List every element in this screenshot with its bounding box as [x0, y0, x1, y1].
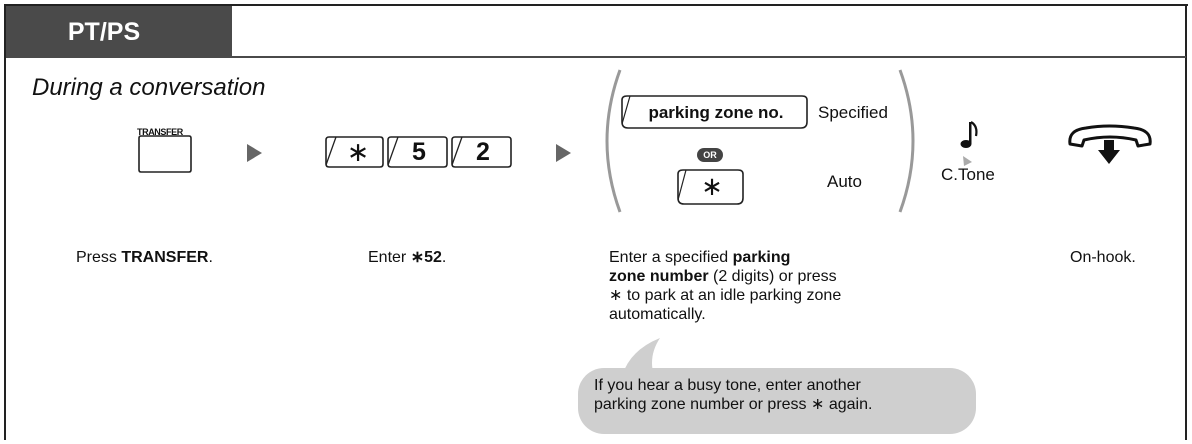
tab-rule — [6, 56, 1186, 58]
key-star — [325, 136, 384, 168]
zone-caption-line2: zone number (2 digits) or press — [609, 267, 929, 286]
parking-zone-key-icon — [621, 95, 808, 129]
auto-star-key-icon — [677, 169, 744, 205]
zone-caption-line4: automatically. — [609, 306, 706, 323]
left-paren — [605, 69, 622, 213]
arrow-right-icon — [247, 144, 262, 162]
zone-caption-line1: Enter a specified parking — [609, 248, 929, 267]
feature-caption-pre: Enter — [368, 249, 411, 266]
feature-keys-group — [325, 136, 512, 168]
right-paren — [898, 69, 915, 213]
zone-caption-line2-bold: zone number — [609, 268, 709, 285]
zone-caption-line1-pre: Enter a specified — [609, 249, 733, 266]
zone-caption-line3: ∗ to park at an idle parking zone — [609, 287, 842, 304]
tip-line2: parking zone number or press ∗ again. — [594, 396, 873, 413]
zone-caption: Enter a specified parking zone number (2… — [609, 248, 929, 324]
specified-label: Specified — [818, 103, 888, 122]
zone-caption-line1-bold: parking — [732, 249, 791, 266]
zone-caption-line2-post: (2 digits) or press — [708, 268, 837, 285]
tip-bubble — [578, 368, 976, 434]
page-subtitle: During a conversation — [32, 74, 266, 101]
c-tone-label: C.Tone — [941, 165, 995, 184]
transfer-caption-bold: TRANSFER — [121, 249, 209, 266]
transfer-caption-post: . — [208, 249, 213, 266]
content-frame — [4, 4, 1187, 440]
transfer-key-icon — [138, 135, 192, 173]
tab-label: PT/PS — [67, 17, 141, 46]
key-2 — [451, 136, 512, 168]
feature-caption: Enter ∗52. — [368, 248, 446, 267]
key-2-label: 2 — [476, 138, 490, 166]
arrow-right-icon — [556, 144, 571, 162]
tip-text: If you hear a busy tone, enter another p… — [594, 376, 974, 414]
pt-ps-tab: PT/PS — [6, 6, 232, 58]
or-badge: OR — [697, 148, 723, 162]
music-note-icon — [960, 121, 978, 166]
transfer-caption: Press TRANSFER. — [76, 248, 213, 267]
handset-down-icon — [1068, 124, 1152, 164]
tip-line1: If you hear a busy tone, enter another — [594, 377, 861, 394]
auto-star-key-label: ∗ — [701, 171, 723, 201]
tip-bubble-tail — [622, 338, 660, 376]
auto-label: Auto — [827, 172, 862, 191]
feature-caption-bold: ∗52 — [410, 249, 442, 266]
feature-caption-post: . — [441, 249, 447, 266]
transfer-key-label: TRANSFER — [137, 127, 183, 137]
transfer-caption-pre: Press — [76, 249, 122, 266]
key-5 — [387, 136, 448, 168]
key-star-label: ∗ — [346, 137, 370, 167]
parking-zone-key-label: parking zone no. — [648, 103, 784, 122]
key-5-label: 5 — [412, 138, 426, 166]
onhook-caption: On-hook. — [1070, 249, 1136, 266]
